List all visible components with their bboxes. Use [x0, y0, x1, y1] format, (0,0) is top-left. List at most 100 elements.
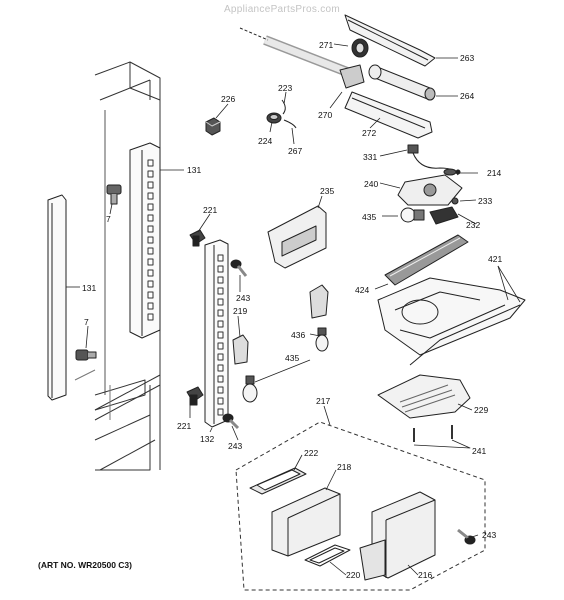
bracket-slot — [147, 159, 154, 167]
callout-421: 421 — [488, 254, 503, 264]
clip-221-top — [189, 229, 206, 247]
part-436-bulb — [315, 327, 329, 352]
callout-435-bottom: 435 — [285, 353, 300, 363]
callout-219: 219 — [233, 306, 248, 316]
part-220 — [304, 544, 351, 567]
part-421 — [377, 277, 526, 366]
part-331 — [407, 144, 459, 176]
callout-224: 224 — [258, 136, 273, 146]
callout-331: 331 — [363, 152, 378, 162]
screw-243-a — [230, 259, 248, 277]
callout-235: 235 — [320, 186, 335, 196]
bracket-slot — [217, 276, 224, 284]
bracket-slot — [147, 203, 154, 211]
part-216 — [359, 491, 436, 581]
part-229 — [377, 374, 471, 419]
callout-131-center: 131 — [187, 165, 202, 175]
bracket-slot — [217, 386, 224, 394]
callout-424: 424 — [355, 285, 370, 295]
bracket-slot — [217, 265, 224, 273]
bracket-slot — [147, 214, 154, 222]
rail-132 — [204, 239, 229, 428]
bracket-slot — [217, 331, 224, 339]
bracket-131-left — [47, 194, 67, 401]
cabinet-frame — [74, 61, 161, 471]
part-240 — [397, 174, 463, 206]
leader-lines — [66, 43, 521, 576]
callout-221-top: 221 — [203, 205, 218, 215]
bracket-slot — [217, 375, 224, 383]
callout-132: 132 — [200, 434, 215, 444]
part-224-223 — [266, 99, 297, 129]
bracket-slot — [147, 280, 154, 288]
watermark: AppliancePartsPros.com — [223, 4, 341, 15]
callout-229: 229 — [474, 405, 489, 415]
art-number: (ART NO. WR20500 C3) — [38, 560, 132, 570]
callout-7-top: 7 — [106, 214, 111, 224]
bracket-slot — [217, 364, 224, 372]
part-272 — [344, 91, 433, 139]
bracket-slot — [147, 170, 154, 178]
part-232 — [429, 206, 459, 225]
callout-223: 223 — [278, 83, 293, 93]
callout-218: 218 — [337, 462, 352, 472]
bracket-slot — [147, 236, 154, 244]
bracket-slot — [217, 254, 224, 262]
callout-131-left: 131 — [82, 283, 97, 293]
bracket-slot — [147, 302, 154, 310]
bracket-slot — [217, 309, 224, 317]
bracket-slot — [217, 342, 224, 350]
bracket-slot — [217, 287, 224, 295]
part-235 — [267, 205, 327, 269]
callout-243-a: 243 — [236, 293, 251, 303]
part-271 — [351, 38, 369, 58]
part-219-a — [309, 284, 329, 319]
callout-221-bottom: 221 — [177, 421, 192, 431]
callout-263: 263 — [460, 53, 475, 63]
part-219-b — [232, 334, 249, 365]
screw-7-bottom — [75, 349, 97, 361]
bracket-slot — [217, 397, 224, 405]
bracket-slot — [147, 291, 154, 299]
bracket-slot — [147, 192, 154, 200]
part-435-bulb-top — [400, 207, 425, 223]
callout-226: 226 — [221, 94, 236, 104]
callout-232: 232 — [466, 220, 481, 230]
bracket-slot — [147, 181, 154, 189]
screw-243-b — [222, 413, 240, 430]
part-263 — [344, 14, 436, 67]
callout-216: 216 — [418, 570, 433, 580]
callout-272: 272 — [362, 128, 377, 138]
bracket-131-center — [129, 142, 161, 339]
bracket-slot — [217, 298, 224, 306]
part-264 — [368, 64, 436, 101]
callout-240: 240 — [364, 179, 379, 189]
callout-243-b: 243 — [228, 441, 243, 451]
callout-222: 222 — [304, 448, 319, 458]
part-270-tube — [239, 27, 365, 89]
callout-243-c: 243 — [482, 530, 497, 540]
callout-217: 217 — [316, 396, 331, 406]
bracket-slot — [147, 225, 154, 233]
part-241 — [413, 425, 453, 442]
callout-436: 436 — [291, 330, 306, 340]
callout-264: 264 — [460, 91, 475, 101]
callout-220: 220 — [346, 570, 361, 580]
part-222 — [249, 467, 307, 495]
callout-233: 233 — [478, 196, 493, 206]
bracket-slot — [147, 313, 154, 321]
screw-7-top — [106, 184, 122, 205]
callout-241: 241 — [472, 446, 487, 456]
part-233 — [451, 197, 459, 205]
part-424 — [384, 234, 469, 286]
bracket-slot — [147, 269, 154, 277]
callout-271: 271 — [319, 40, 334, 50]
clip-221-bottom — [186, 386, 204, 406]
bracket-slot — [147, 258, 154, 266]
callout-267: 267 — [288, 146, 303, 156]
bracket-slot — [217, 320, 224, 328]
bracket-slot — [147, 247, 154, 255]
callout-270: 270 — [318, 110, 333, 120]
